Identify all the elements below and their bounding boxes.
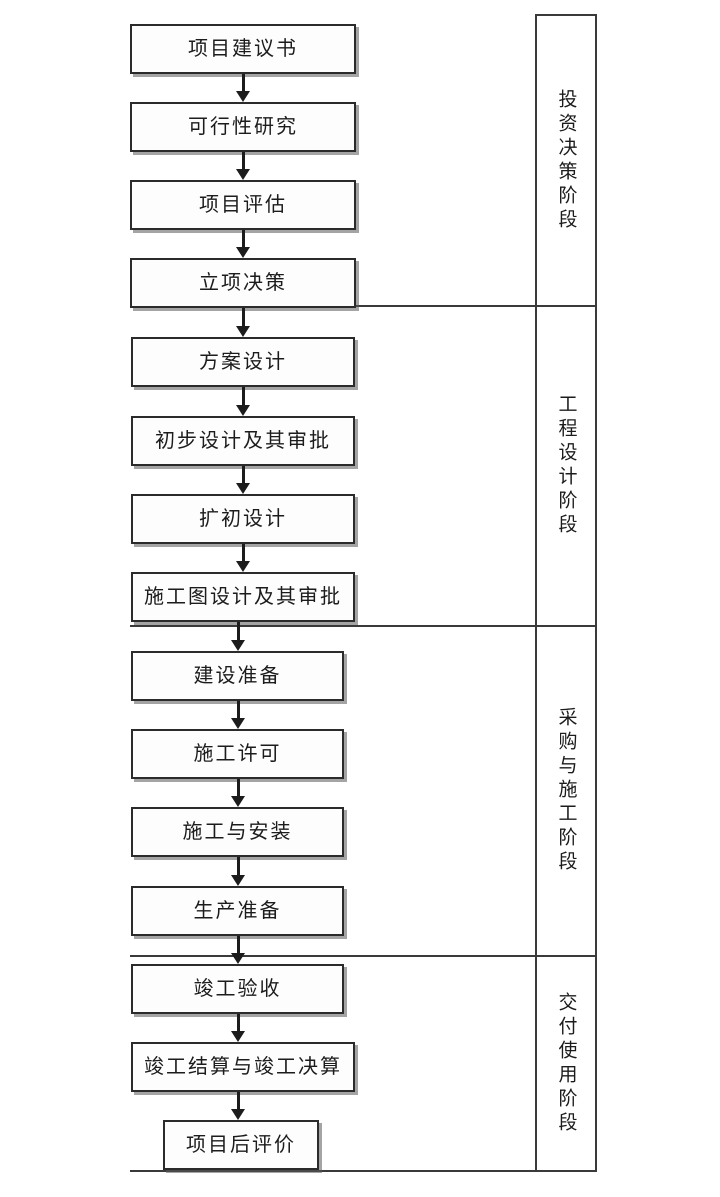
flow-node-label: 立项决策: [199, 272, 287, 294]
flow-arrow: [242, 308, 245, 326]
flow-node[interactable]: 施工许可: [131, 729, 344, 779]
flow-arrow: [237, 701, 240, 718]
flow-node-label: 施工与安装: [182, 821, 293, 843]
phase-label: 交付使用阶段: [555, 991, 577, 1136]
flow-arrow-head-icon: [231, 875, 245, 886]
flow-node-label: 建设准备: [193, 665, 282, 687]
phase-frame-right-divider: [595, 14, 597, 1172]
flow-node[interactable]: 竣工验收: [131, 964, 344, 1014]
phase-cell-procurement-construction[interactable]: 采购与施工阶段: [537, 627, 595, 955]
flow-arrow-head-icon: [231, 718, 245, 729]
flow-arrow-head-icon: [236, 326, 250, 337]
phase-cell-investment-decision[interactable]: 投资决策阶段: [537, 16, 595, 305]
phase-frame-bottom-border: [130, 1170, 597, 1172]
flow-arrow: [242, 74, 245, 91]
flow-node[interactable]: 可行性研究: [130, 102, 356, 152]
flow-arrow: [242, 466, 245, 483]
flow-arrow: [242, 230, 245, 247]
flow-arrow: [237, 936, 240, 953]
flow-arrow: [237, 622, 240, 640]
flow-node-label: 施工图设计及其审批: [144, 586, 342, 608]
flow-node-label: 竣工验收: [193, 978, 282, 1000]
flow-arrow-head-icon: [231, 640, 245, 651]
flow-arrow-head-icon: [231, 1031, 245, 1042]
flow-arrow-head-icon: [236, 247, 250, 258]
flow-arrow-head-icon: [231, 796, 245, 807]
flow-node[interactable]: 方案设计: [131, 337, 355, 387]
phase-label: 工程设计阶段: [555, 394, 577, 538]
flow-node-label: 项目建议书: [188, 38, 298, 60]
flow-node[interactable]: 竣工结算与竣工决算: [131, 1042, 355, 1092]
phase-frame-left-divider: [535, 14, 537, 1172]
flow-arrow-head-icon: [231, 953, 245, 964]
flow-node[interactable]: 项目评估: [130, 180, 356, 230]
flow-node[interactable]: 初步设计及其审批: [131, 416, 355, 466]
flow-node[interactable]: 项目建议书: [130, 24, 356, 74]
flow-arrow: [237, 857, 240, 875]
flow-arrow: [242, 387, 245, 405]
flow-arrow-head-icon: [231, 1109, 245, 1120]
phase-frame-top-border: [535, 14, 597, 16]
flow-arrow: [237, 1014, 240, 1031]
flow-arrow-head-icon: [236, 91, 250, 102]
flow-node[interactable]: 施工与安装: [131, 807, 344, 857]
flow-arrow-head-icon: [236, 405, 250, 416]
phase-label: 采购与施工阶段: [555, 707, 577, 875]
flow-node-label: 方案设计: [199, 351, 287, 373]
flow-node-label: 项目评估: [199, 194, 287, 216]
flow-node-label: 可行性研究: [188, 116, 298, 138]
phase-divider-2: [130, 625, 597, 627]
flow-node-label: 扩初设计: [199, 508, 287, 530]
phase-cell-handover-use[interactable]: 交付使用阶段: [537, 957, 595, 1170]
flow-arrow: [242, 152, 245, 169]
phase-divider-3: [130, 955, 597, 957]
flow-node-label: 生产准备: [193, 900, 282, 922]
flow-node-label: 初步设计及其审批: [155, 430, 331, 452]
flow-arrow: [242, 544, 245, 561]
flow-arrow-head-icon: [236, 561, 250, 572]
flow-node[interactable]: 立项决策: [130, 258, 356, 308]
flow-node[interactable]: 生产准备: [131, 886, 344, 936]
flow-arrow-head-icon: [236, 483, 250, 494]
phase-divider-1: [130, 305, 597, 307]
flow-arrow: [237, 779, 240, 796]
flow-arrow-head-icon: [236, 169, 250, 180]
flow-node-label: 施工许可: [193, 743, 282, 765]
phase-cell-engineering-design[interactable]: 工程设计阶段: [537, 307, 595, 625]
flow-node-label: 项目后评价: [186, 1134, 296, 1156]
flow-node[interactable]: 扩初设计: [131, 494, 355, 544]
flow-node[interactable]: 施工图设计及其审批: [131, 572, 355, 622]
flow-node[interactable]: 项目后评价: [163, 1120, 319, 1170]
phase-label: 投资决策阶段: [555, 88, 577, 233]
flow-node-label: 竣工结算与竣工决算: [144, 1056, 342, 1078]
flow-node[interactable]: 建设准备: [131, 651, 344, 701]
flow-arrow: [237, 1092, 240, 1109]
